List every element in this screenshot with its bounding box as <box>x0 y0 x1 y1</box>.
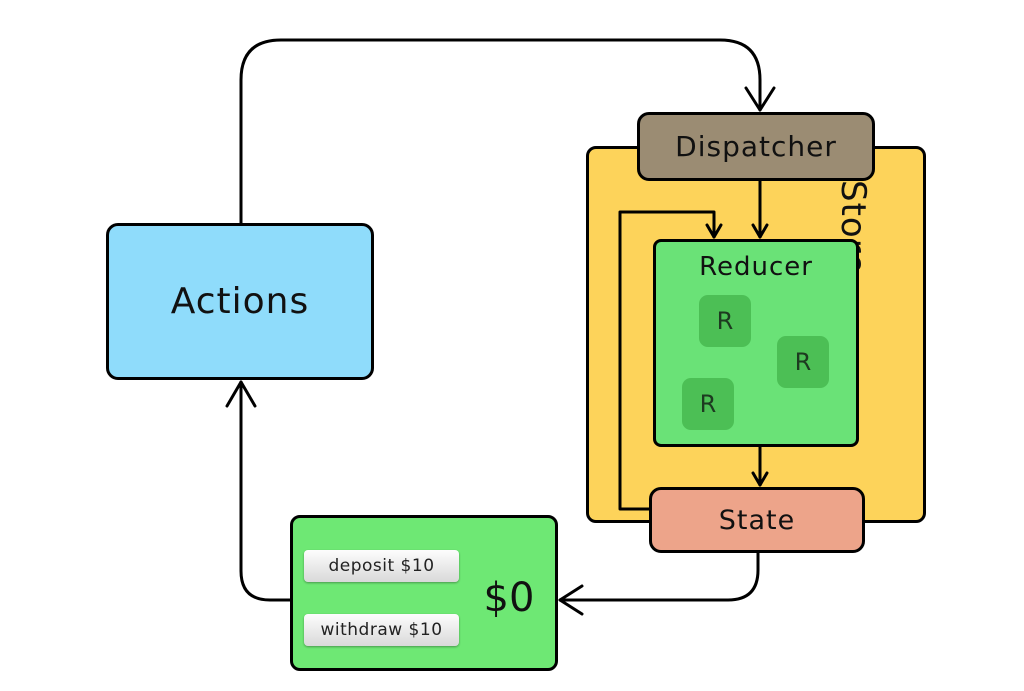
actions-arrowhead <box>225 380 257 408</box>
actions-label: Actions <box>170 281 310 322</box>
dispatcher-arrowhead <box>744 86 776 112</box>
actions-to-dispatcher-line <box>239 38 762 225</box>
dispatcher-box: Dispatcher <box>637 112 875 181</box>
reducer-item: R <box>699 295 751 347</box>
deposit-button[interactable]: deposit $10 <box>304 550 459 582</box>
withdraw-button[interactable]: withdraw $10 <box>304 614 459 646</box>
ui-to-actions-line <box>239 380 292 602</box>
dispatcher-label: Dispatcher <box>675 130 837 163</box>
reducer-arrowhead-top <box>751 223 769 239</box>
state-label: State <box>718 504 796 536</box>
state-box: State <box>649 487 865 553</box>
actions-box: Actions <box>106 223 374 380</box>
reducer-item: R <box>777 336 829 388</box>
balance-display: $0 <box>483 575 535 621</box>
state-arrowhead <box>751 471 769 487</box>
reducer-item: R <box>682 378 734 430</box>
state-to-ui-line <box>558 551 760 602</box>
state-loop-line <box>618 210 716 511</box>
reducer-label: Reducer <box>699 252 813 282</box>
ui-arrowhead <box>558 584 584 616</box>
reducer-box: Reducer R R R <box>653 239 859 447</box>
state-loop-arrowhead <box>705 223 723 239</box>
